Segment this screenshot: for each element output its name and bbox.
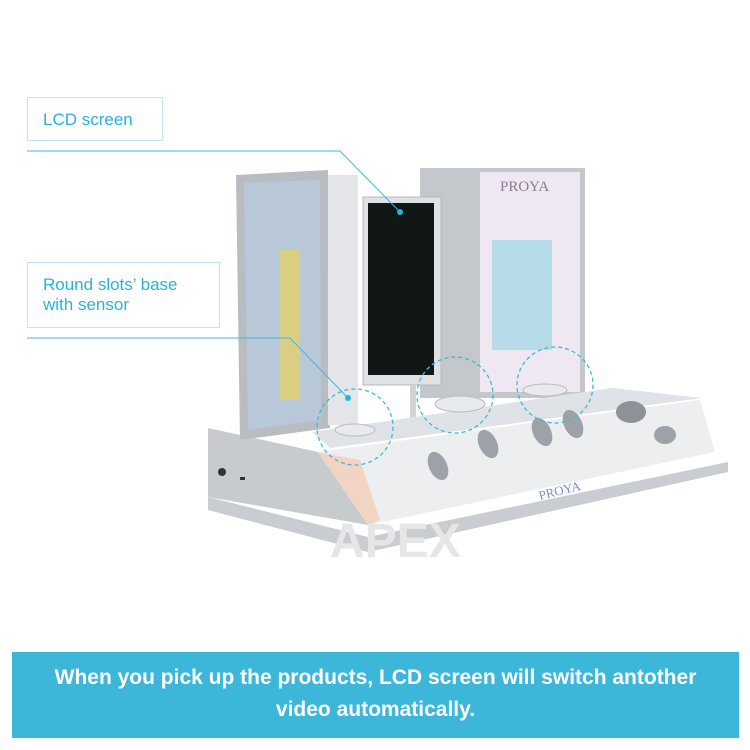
slot-callout-dot (345, 395, 351, 401)
base-front-graphic (318, 452, 380, 525)
round-slot (434, 395, 486, 413)
round-slots-label-line2: with sensor (43, 295, 129, 314)
power-button-icon (218, 468, 226, 476)
watermark-logo: APEX (330, 515, 461, 568)
poster-brand: PROYA (500, 179, 549, 195)
slot (477, 429, 499, 459)
left-poster-product (280, 250, 300, 400)
usb-port-icon (240, 477, 245, 480)
slot-callout-line (27, 337, 349, 399)
lcd-callout-dot (397, 209, 403, 215)
slot (616, 401, 646, 423)
slot (654, 426, 676, 444)
right-poster-product (492, 240, 552, 350)
lcd-screen-callout: LCD screen (27, 97, 163, 141)
round-slots-callout: Round slots’ base with sensor (27, 262, 220, 328)
base-side (208, 428, 368, 525)
caption-line1: When you pick up the products, LCD scree… (54, 666, 697, 689)
left-panel-fins (328, 175, 358, 425)
lcd-stand (410, 385, 416, 420)
slot (562, 409, 584, 439)
base-front (318, 400, 715, 525)
base-top (312, 388, 702, 448)
lcd-callout-line (27, 150, 401, 213)
round-slots-label-line1: Round slots’ base (43, 275, 178, 294)
round-slot (334, 423, 376, 437)
round-slot (522, 383, 568, 397)
base-plate (208, 462, 728, 552)
caption-banner: When you pick up the products, LCD scree… (12, 652, 739, 738)
lcd-screen (368, 203, 434, 375)
sensor-highlights (316, 346, 594, 466)
slot (427, 451, 449, 481)
caption-line2: video automatically. (275, 698, 476, 721)
lcd-screen-label: LCD screen (43, 110, 133, 129)
slot (531, 417, 553, 447)
